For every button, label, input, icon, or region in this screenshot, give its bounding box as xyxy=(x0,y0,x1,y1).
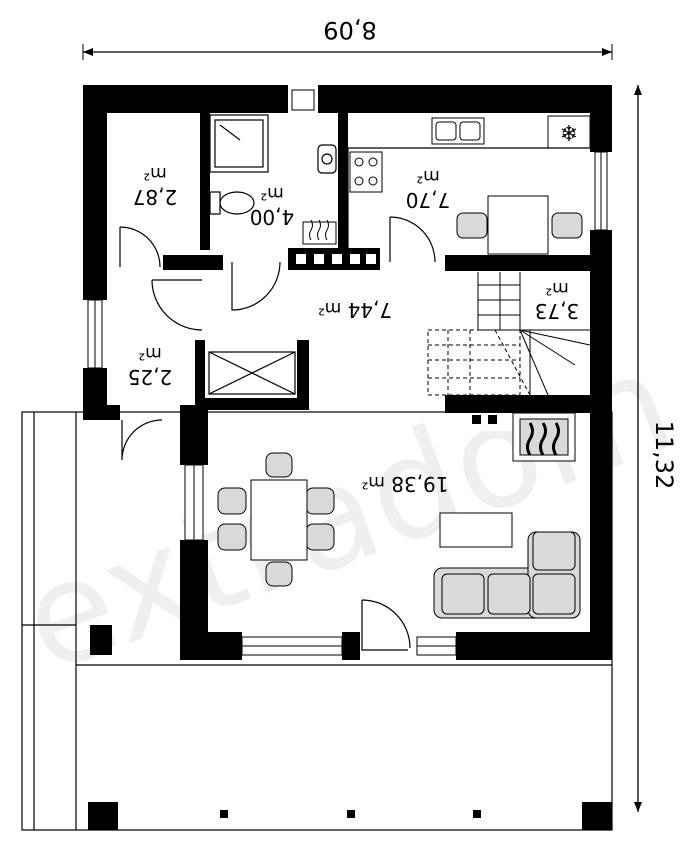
stove xyxy=(349,151,383,193)
width-dimension: 8,09 xyxy=(82,16,613,60)
depth-dimension: 11,32 xyxy=(634,85,678,812)
walls xyxy=(83,85,612,660)
room-area-entry: 2,25 xyxy=(128,365,173,389)
sofa xyxy=(433,531,581,619)
room-label-kitchen: 7,70 m² xyxy=(406,166,451,212)
toilet xyxy=(209,191,255,215)
kitchen-sink xyxy=(431,117,485,145)
bathroom-sink xyxy=(317,144,337,174)
room-area-pantry: 2,87 xyxy=(133,185,178,209)
room-area-kitchen: 7,70 xyxy=(406,188,451,212)
stairs-dashed xyxy=(427,329,531,396)
fireplace xyxy=(462,412,576,462)
room-unit-stairs: m² xyxy=(545,278,568,298)
room-label-pantry: 2,87 m² xyxy=(133,163,178,209)
window-panes xyxy=(94,152,602,647)
room-unit-pantry: m² xyxy=(143,163,166,183)
doors xyxy=(119,216,436,651)
kitchen-table xyxy=(456,195,583,255)
radiator-heater xyxy=(302,219,337,245)
room-area-stairs: 3,73 xyxy=(535,299,580,323)
snowflake-icon: ❄ xyxy=(560,122,578,147)
room-label-bathroom: 4,00 m² xyxy=(250,183,295,229)
depth-dimension-label: 11,32 xyxy=(650,421,678,490)
width-dimension-label: 8,09 xyxy=(323,16,376,44)
room-unit-bathroom: m² xyxy=(260,183,283,203)
room-label-stairs: 3,73 m² xyxy=(535,278,580,323)
room-area-hall: 7,44 m² xyxy=(318,298,392,322)
room-unit-entry: m² xyxy=(138,343,161,363)
room-label-living: 19,38 m² xyxy=(362,472,449,496)
coffee-table xyxy=(439,512,513,548)
room-area-bathroom: 4,00 xyxy=(250,205,295,229)
dining-set xyxy=(217,452,335,587)
room-area-living: 19,38 m² xyxy=(362,472,449,496)
vent-blocks xyxy=(296,254,376,264)
shaft xyxy=(208,351,296,395)
terrace-posts xyxy=(88,625,612,830)
room-label-hall: 7,44 m² xyxy=(318,298,392,322)
room-label-entry: 2,25 m² xyxy=(128,343,173,389)
fridge: ❄ xyxy=(547,115,591,149)
room-unit-kitchen: m² xyxy=(416,166,439,186)
shower xyxy=(209,114,269,173)
